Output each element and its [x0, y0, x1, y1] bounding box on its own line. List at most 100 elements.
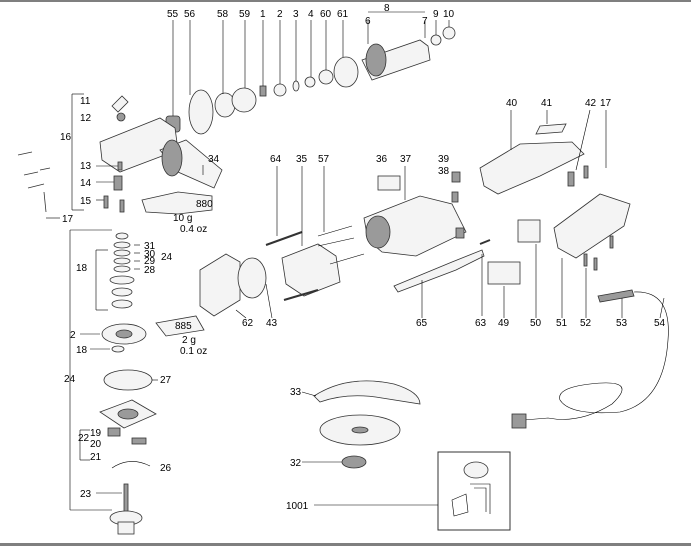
top-bar	[0, 0, 691, 2]
label-10: 10	[443, 9, 455, 20]
part-57-wires	[317, 166, 365, 265]
label-9: 9	[433, 9, 439, 20]
label-30: 30	[144, 249, 156, 260]
label-22: 22	[78, 433, 90, 444]
part-37-motor-housing	[363, 166, 467, 257]
label-28: 28	[144, 265, 156, 276]
part-16-gear-head	[71, 93, 179, 211]
label-17-left: 17	[62, 214, 74, 225]
part-13-14-15-screws	[96, 161, 125, 213]
part-59-disc	[231, 20, 257, 113]
part-23-spindle	[96, 483, 143, 535]
part-6-7-armature	[361, 11, 431, 81]
washer-stack	[95, 232, 140, 311]
label-51: 51	[556, 318, 568, 329]
part-63-spring	[479, 239, 491, 316]
part-2-bearing	[273, 20, 287, 97]
label-27: 27	[160, 375, 172, 386]
label-39: 39	[438, 154, 450, 165]
part-55-spring	[165, 20, 181, 133]
bracket-24	[69, 229, 112, 511]
label-13: 13	[80, 161, 92, 172]
label-65: 65	[416, 318, 428, 329]
part-61-fan	[333, 20, 359, 88]
part-42-17-screws	[567, 109, 607, 187]
part-43-ring	[237, 257, 273, 319]
label-38: 38	[438, 166, 450, 177]
part-9-bearing	[430, 20, 442, 46]
part-52-screws	[583, 235, 614, 318]
part-58-disc	[214, 20, 236, 118]
label-1: 1	[260, 9, 266, 20]
label-18-bottom: 18	[76, 345, 88, 356]
part-1001-circuit-box	[314, 451, 511, 531]
label-64: 64	[270, 154, 282, 165]
label-61: 61	[337, 9, 349, 20]
label-6: 6	[365, 16, 371, 27]
bottom-bar	[0, 543, 691, 546]
label-33: 33	[290, 387, 302, 398]
label-24-left: 24	[64, 374, 76, 385]
grease-885-weight: 2 g	[182, 335, 196, 346]
label-16: 16	[60, 132, 72, 143]
part-51-handle-shell	[553, 193, 631, 318]
label-14: 14	[80, 178, 92, 189]
label-26: 26	[160, 463, 172, 474]
part-56-bearing-plate	[188, 20, 214, 135]
label-63: 63	[475, 318, 487, 329]
label-31: 31	[144, 241, 156, 252]
part-10-bearing	[442, 20, 456, 40]
grease-tube-880: 880 10 g 0.4 oz	[141, 191, 213, 235]
label-17-right: 17	[600, 98, 612, 109]
label-54: 54	[654, 318, 666, 329]
label-18-top: 18	[76, 263, 88, 274]
part-17-screws-left	[17, 151, 60, 219]
label-59: 59	[239, 9, 251, 20]
part-54-cord	[511, 291, 669, 429]
label-1001: 1001	[286, 501, 309, 512]
part-65-switch-rod	[393, 249, 485, 318]
label-8: 8	[384, 3, 390, 14]
label-21: 21	[90, 452, 102, 463]
label-36: 36	[376, 154, 388, 165]
part-53-strain-relief	[597, 289, 635, 318]
part-50-module	[517, 219, 541, 318]
label-49: 49	[498, 318, 510, 329]
label-42: 42	[585, 98, 597, 109]
label-62: 62	[242, 318, 254, 329]
label-52: 52	[580, 318, 592, 329]
grinding-disc	[319, 414, 401, 446]
label-7: 7	[422, 16, 428, 27]
label-60: 60	[320, 9, 332, 20]
label-15: 15	[80, 196, 92, 207]
grease-tube-885: 885 2 g 0.1 oz	[155, 315, 207, 357]
label-43: 43	[266, 318, 278, 329]
part-40-41-grip-cover	[479, 110, 585, 195]
grease-880-weight-oz: 0.4 oz	[180, 224, 207, 235]
label-41: 41	[541, 98, 553, 109]
label-2: 2	[277, 9, 283, 20]
label-12: 12	[80, 113, 92, 124]
label-32: 32	[290, 458, 302, 469]
part-1-nut	[259, 20, 267, 97]
label-20: 20	[90, 439, 102, 450]
label-37: 37	[400, 154, 412, 165]
part-3-washer	[292, 20, 300, 92]
grease-885-code: 885	[175, 321, 192, 332]
grease-880-code: 880	[196, 199, 213, 210]
label-3: 3	[293, 9, 299, 20]
label-55: 55	[167, 9, 179, 20]
part-60-nut	[318, 20, 334, 85]
label-2-gear: 2	[70, 330, 76, 341]
part-26-spring-clip	[111, 461, 151, 469]
part-labels: 55 56 58 59 1 2 3 4 60 61 8 6 7 9 10 11 …	[60, 3, 666, 512]
label-23: 23	[80, 489, 92, 500]
part-35-stator	[281, 166, 341, 297]
label-4: 4	[308, 9, 314, 20]
screw-lower	[283, 289, 319, 301]
part-34-handle	[159, 139, 223, 189]
part-38-39-brush	[451, 171, 465, 239]
label-35: 35	[296, 154, 308, 165]
label-57: 57	[318, 154, 330, 165]
